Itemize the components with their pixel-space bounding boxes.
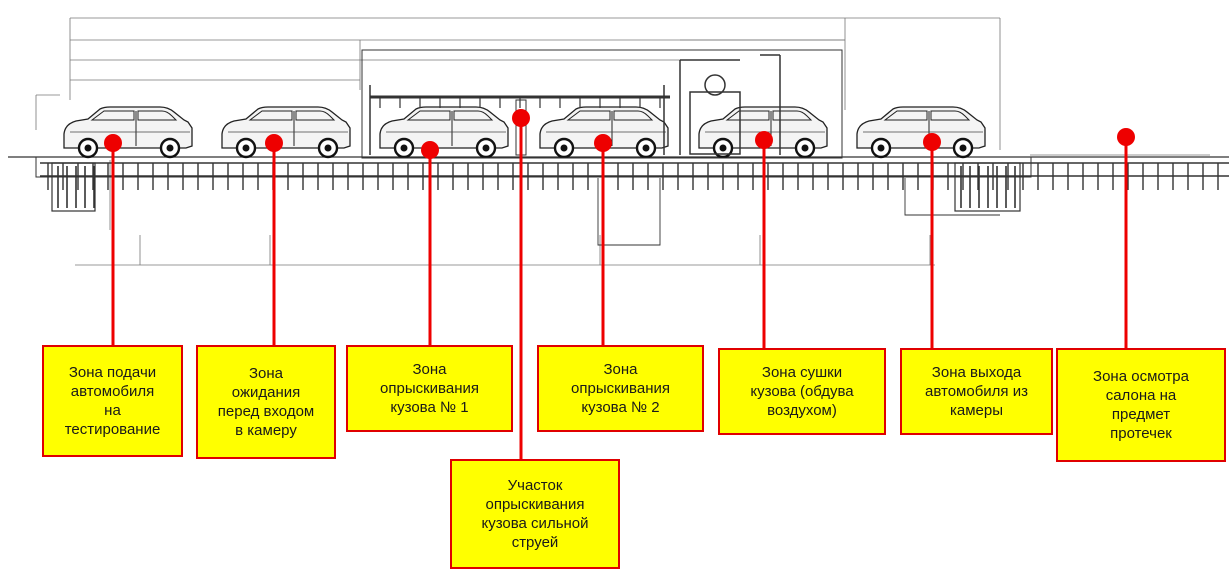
car-window <box>725 110 770 121</box>
zone-label-feed: Зона подачи автомобиля на тестирование <box>42 345 183 457</box>
zone-marker-dot <box>1117 128 1135 146</box>
car-bodies <box>63 106 986 159</box>
car-body <box>379 106 509 159</box>
car-window <box>295 110 336 121</box>
pit-outline <box>904 178 1000 216</box>
zone-label-spray-1-text: Зона опрыскивания кузова № 1 <box>380 361 479 416</box>
car-hub <box>877 144 885 152</box>
zone-marker-dot <box>265 134 283 152</box>
dimension-lines <box>35 17 1210 266</box>
car-window <box>406 110 451 121</box>
dryer-frame <box>689 91 741 155</box>
conveyor-frame <box>35 156 1032 178</box>
car-body <box>63 106 193 159</box>
zone-marker-dot <box>755 131 773 149</box>
car-window <box>453 110 494 121</box>
zone-label-inspect: Зона осмотра салона на предмет протечек <box>1056 348 1226 462</box>
zone-label-exit: Зона выхода автомобиля из камеры <box>900 348 1053 435</box>
zone-label-spray-2: Зона опрыскивания кузова № 2 <box>537 345 704 432</box>
end-unit-frame <box>51 162 96 212</box>
car-window <box>566 110 611 121</box>
car-window <box>883 110 928 121</box>
car-window <box>137 110 178 121</box>
car-hub <box>84 144 92 152</box>
zone-marker-dot <box>512 109 530 127</box>
zone-label-exit-text: Зона выхода автомобиля из камеры <box>925 364 1028 419</box>
zone-label-jet: Участок опрыскивания кузова сильной стру… <box>450 459 620 569</box>
car-hub <box>242 144 250 152</box>
zone-marker-dot <box>923 133 941 151</box>
zone-label-feed-text: Зона подачи автомобиля на тестирование <box>64 364 161 438</box>
car-body <box>856 106 986 159</box>
zone-label-spray-2-text: Зона опрыскивания кузова № 2 <box>571 361 670 416</box>
car-hub <box>959 144 967 152</box>
car-body <box>698 106 828 159</box>
car-hub <box>642 144 650 152</box>
pit-outline <box>597 178 661 246</box>
zone-label-inspect-text: Зона осмотра салона на предмет протечек <box>1093 368 1189 442</box>
end-unit-frame <box>954 162 1021 212</box>
car-window <box>90 110 135 121</box>
car-window <box>613 110 654 121</box>
car-hub <box>482 144 490 152</box>
dryer-fan <box>704 74 726 96</box>
zone-label-dry-text: Зона сушки кузова (обдува воздухом) <box>750 364 854 419</box>
car-body <box>221 106 351 159</box>
car-window <box>248 110 293 121</box>
car-hub <box>166 144 174 152</box>
zone-label-wait-text: Зона ожидания перед входом в камеру <box>217 365 315 439</box>
conveyor-structure <box>8 156 1229 246</box>
zone-marker-dot <box>421 141 439 159</box>
car-hub <box>719 144 727 152</box>
zone-label-dry: Зона сушки кузова (обдува воздухом) <box>718 348 886 435</box>
car-hub <box>324 144 332 152</box>
zone-label-jet-text: Участок опрыскивания кузова сильной стру… <box>481 477 589 551</box>
car-body <box>539 106 669 159</box>
car-hub <box>400 144 408 152</box>
zone-marker-dot <box>594 134 612 152</box>
zone-label-wait: Зона ожидания перед входом в камеру <box>196 345 336 459</box>
zone-leader-lines <box>104 109 1135 462</box>
car-window <box>772 110 813 121</box>
zone-marker-dot <box>104 134 122 152</box>
car-hub <box>801 144 809 152</box>
zone-label-spray-1: Зона опрыскивания кузова № 1 <box>346 345 513 432</box>
car-hub <box>560 144 568 152</box>
car-window <box>930 110 971 121</box>
